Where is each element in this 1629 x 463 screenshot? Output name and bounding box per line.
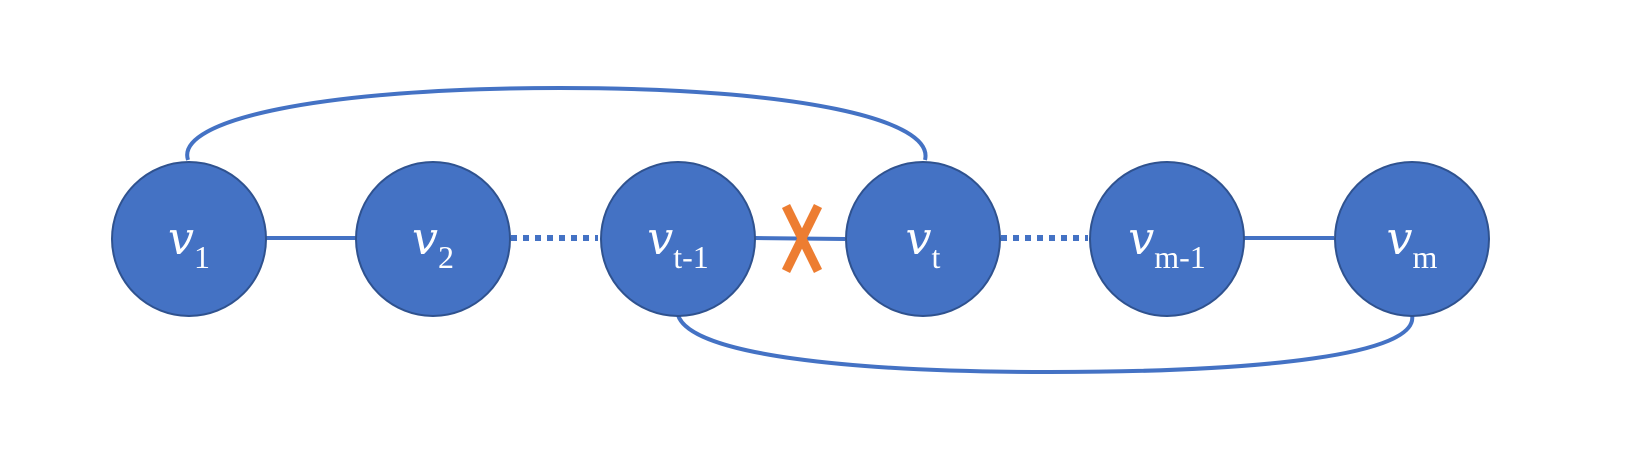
node-vt-label: vt bbox=[906, 211, 941, 275]
node-vt-1: vt-1 bbox=[600, 161, 756, 317]
node-vt-1-label: vt-1 bbox=[647, 211, 709, 275]
node-vm-1-label: vm-1 bbox=[1128, 211, 1206, 275]
node-vm-label: vm bbox=[1387, 211, 1438, 275]
node-vm-1: vm-1 bbox=[1089, 161, 1245, 317]
node-v1: v1 bbox=[111, 161, 267, 317]
node-vm: vm bbox=[1334, 161, 1490, 317]
node-v2: v2 bbox=[355, 161, 511, 317]
node-vt: vt bbox=[845, 161, 1001, 317]
node-v1-label: v1 bbox=[168, 211, 210, 275]
node-v2-label: v2 bbox=[412, 211, 454, 275]
removed-edge-x-mark bbox=[781, 204, 823, 273]
edge-vt1-vm-arc bbox=[676, 314, 1415, 375]
edge-v1-vt-arc bbox=[185, 85, 928, 161]
